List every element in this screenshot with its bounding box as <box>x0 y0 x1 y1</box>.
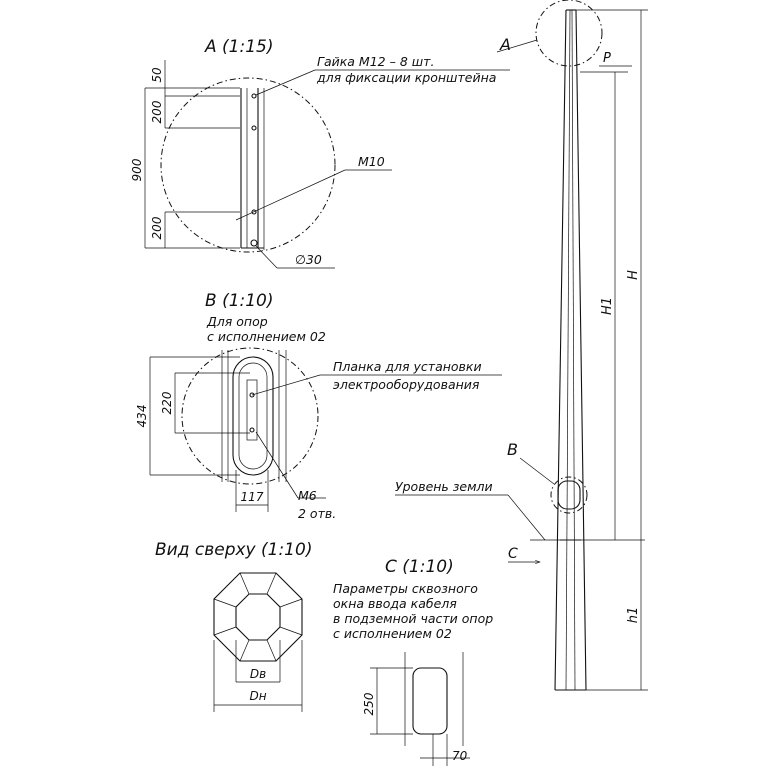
nut-hole <box>251 209 257 215</box>
view-c-note-line1: Параметры сквозного <box>333 581 478 596</box>
view-c-note-line4: с исполнением 02 <box>333 626 452 641</box>
view-b-detail-circle <box>181 347 319 485</box>
callout-b-letter: B <box>507 440 518 459</box>
dim-200-top: 200 <box>150 100 164 123</box>
h1-underground-label: h1 <box>626 607 641 624</box>
window-opening <box>232 356 274 476</box>
view-c-note-line3: в подземной части опор <box>333 611 493 626</box>
dim-220: 220 <box>160 391 174 414</box>
outer-diameter-label: Dн <box>249 689 266 703</box>
nut-note-line2: для фиксации кронштейна <box>316 70 496 85</box>
view-c-note-line2: окна ввода кабеля <box>333 596 457 611</box>
detail-a-callout <box>535 0 603 67</box>
pole: A B Уровень земли C P H H1 h1 <box>395 0 648 691</box>
view-a-detail-circle <box>160 77 336 253</box>
view-a-title: A (1:15) <box>204 37 273 57</box>
plate-note-line1: Планка для установки <box>333 359 482 374</box>
dim-50: 50 <box>150 67 164 83</box>
h1-label: H1 <box>600 297 615 315</box>
nut-hole <box>250 239 258 247</box>
window-inner <box>238 362 268 470</box>
dim-434: 434 <box>135 405 149 428</box>
screw-label: М6 <box>298 488 317 503</box>
inner-diameter-label: Dв <box>250 667 266 681</box>
dim-900: 900 <box>130 158 144 181</box>
view-b-title: B (1:10) <box>205 291 274 311</box>
dim-70: 70 <box>452 749 468 763</box>
detail-b-callout <box>550 476 588 514</box>
top-view: Вид сверху (1:10) Dв Dн <box>155 540 312 712</box>
dim-117: 117 <box>241 490 264 504</box>
view-c: C (1:10) Параметры сквозного окна ввода … <box>333 557 493 766</box>
screw-count: 2 отв. <box>298 506 336 521</box>
octagon-inner <box>235 593 281 641</box>
section-c-letter: C <box>508 546 518 562</box>
view-b-subtitle-line1: Для опор <box>206 314 268 329</box>
octagon-outer <box>213 572 303 662</box>
top-view-title: Вид сверху (1:10) <box>155 540 312 560</box>
callout-a-letter: A <box>499 35 511 54</box>
pole-left-edge <box>554 9 567 691</box>
bolt-label: М10 <box>358 154 385 169</box>
view-b-subtitle-line2: с исполнением 02 <box>207 329 326 344</box>
pole-right-edge <box>575 9 587 691</box>
nut-note-line1: Гайка М12 – 8 шт. <box>317 54 434 69</box>
p-label: P <box>603 51 611 66</box>
plate-note-line2: электрооборудования <box>333 377 480 392</box>
mounting-plate <box>246 379 258 441</box>
view-a: A (1:15) 50 200 900 200 Гайка М12 – 8 шт… <box>130 37 510 269</box>
view-c-title: C (1:10) <box>385 557 454 577</box>
ground-level-label: Уровень земли <box>395 479 493 494</box>
cable-window <box>412 667 448 735</box>
dim-200-bottom: 200 <box>150 216 164 239</box>
diameter-label: ∅30 <box>295 252 322 267</box>
view-b: B (1:10) Для опор с исполнением 02 434 2… <box>135 291 502 521</box>
dim-250: 250 <box>362 692 376 715</box>
nut-hole <box>251 93 257 99</box>
service-window <box>557 480 581 510</box>
h-label: H <box>626 270 641 280</box>
nut-hole <box>251 125 257 131</box>
